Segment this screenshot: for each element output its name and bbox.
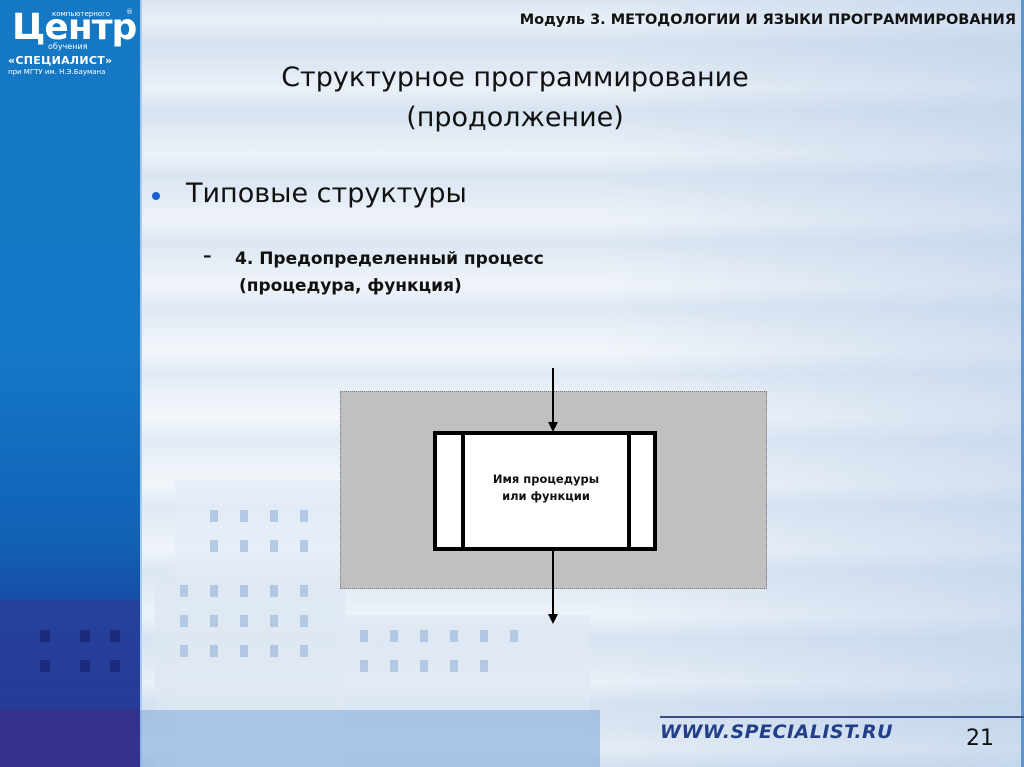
bullet-item: Типовые структуры — [152, 178, 467, 209]
outgoing-arrow-line — [552, 551, 554, 615]
slide-title: Структурное программирование (продолжени… — [200, 58, 830, 138]
arrow-down-icon — [548, 614, 558, 624]
process-right-bar — [627, 435, 631, 547]
building-photo-illustration — [0, 480, 600, 767]
left-panel-divider — [140, 0, 142, 767]
logo-text-mid: обучения — [48, 42, 88, 51]
company-logo: компьютерного Центр обучения «СПЕЦИАЛИСТ… — [4, 6, 137, 78]
logo-brand: «СПЕЦИАЛИСТ» — [8, 54, 113, 67]
process-left-bar — [461, 435, 465, 547]
slide-title-line1: Структурное программирование — [281, 62, 749, 93]
registered-mark-icon: ® — [126, 8, 133, 16]
slide-title-line2: (продолжение) — [406, 102, 624, 133]
process-label: Имя процедуры или функции — [465, 471, 627, 505]
bullet-text: Типовые структуры — [186, 178, 467, 209]
bullet-dot-icon — [152, 191, 160, 200]
footer-divider — [660, 716, 1024, 718]
sub-bullet-line1: 4. Предопределенный процесс — [235, 249, 544, 269]
process-label-line2: или функции — [502, 489, 590, 503]
logo-text-top: компьютерного — [52, 10, 111, 18]
sub-bullet-item: – 4. Предопределенный процесс (процедура… — [203, 246, 544, 300]
page-number: 21 — [966, 726, 994, 751]
process-label-line1: Имя процедуры — [492, 472, 600, 486]
incoming-arrow-line — [552, 368, 554, 424]
logo-subtitle: при МГТУ им. Н.Э.Баумана — [8, 68, 106, 76]
sub-bullet-line2: (процедура, функция) — [239, 276, 462, 296]
footer-website-link[interactable]: WWW.SPECIALIST.RU — [660, 721, 894, 743]
dash-icon: – — [203, 246, 212, 266]
module-header: Модуль 3. МЕТОДОЛОГИИ И ЯЗЫКИ ПРОГРАММИР… — [519, 12, 1016, 28]
sub-bullet-text: 4. Предопределенный процесс (процедура, … — [235, 246, 544, 300]
logo-text-big: Центр — [12, 7, 137, 48]
right-edge-border — [1021, 0, 1024, 767]
predefined-process-block: Имя процедуры или функции — [433, 431, 657, 551]
arrow-down-icon — [548, 422, 558, 432]
background-shade — [604, 0, 1024, 767]
